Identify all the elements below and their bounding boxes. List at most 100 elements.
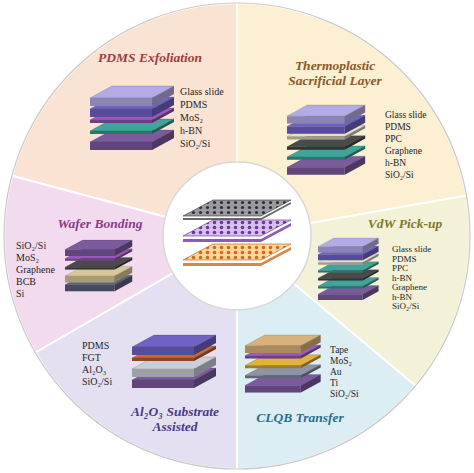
- layer-label: MoS₂: [16, 252, 39, 263]
- layer-label: PPC: [392, 263, 408, 274]
- layer-label: Glass slide: [385, 110, 426, 121]
- method-title: Wafer Bonding: [45, 216, 155, 231]
- layer-label: SiO₂/Si: [82, 376, 112, 387]
- layer-label: Au: [330, 367, 342, 378]
- layer-label: h-BN: [392, 273, 412, 284]
- layer-label: Graphene: [392, 282, 427, 293]
- sector-fill: [35, 236, 237, 469]
- substrate-layer: [65, 240, 132, 256]
- fgt-layer: [132, 346, 216, 361]
- glass-layer: [90, 86, 174, 106]
- graphene-layer: [318, 270, 378, 281]
- si-layer: [65, 275, 132, 291]
- layer-label: PDMS: [392, 254, 417, 265]
- layer-stack: [90, 86, 174, 150]
- center-stack: [183, 200, 291, 266]
- layer-label: PDMS: [180, 99, 207, 110]
- method-title: Thermoplastic Sacrificial Layer: [278, 58, 393, 88]
- hbn-layer: [90, 119, 174, 134]
- substrate-layer: [245, 375, 321, 393]
- sector-fill: [12, 3, 237, 236]
- layer-label: MoS₂: [180, 112, 203, 123]
- lattice-layer: [183, 200, 291, 216]
- hbn-layer: [318, 262, 378, 273]
- alumina-layer: [132, 357, 216, 377]
- method-title: CLQB Transfer: [240, 410, 360, 425]
- substrate-layer: [318, 286, 378, 300]
- layer-label: Al₂O₃: [82, 364, 106, 375]
- layer-label: SiO₂/Si: [392, 301, 419, 312]
- tape-layer: [245, 335, 321, 353]
- layer-label: SiO₂/Si: [16, 240, 46, 251]
- layer-label: SiO₂/Si: [180, 138, 210, 149]
- substrate-layer: [132, 368, 216, 388]
- layer-stack: [245, 335, 321, 393]
- graphene-layer: [65, 258, 132, 270]
- mos2-layer: [65, 249, 132, 261]
- hbn-layer: [318, 278, 378, 289]
- pdms-layer: [90, 97, 174, 117]
- lattice-edge: [183, 247, 291, 266]
- sector-fill: [237, 3, 466, 236]
- layer-label: Graphene: [385, 146, 422, 157]
- layer-label: SiO₂/Si: [385, 170, 414, 181]
- glass-layer: [318, 238, 378, 252]
- layer-label: MoS₂: [330, 356, 352, 367]
- method-title: VdW Pick-up: [355, 216, 455, 231]
- layer-stack: [132, 335, 216, 388]
- method-title: PDMS Exfoliation: [85, 50, 215, 65]
- pdms-layer: [287, 115, 365, 134]
- layer-label: Si: [16, 288, 24, 299]
- layer-label: h-BN: [392, 292, 412, 303]
- ppc-layer: [287, 125, 365, 139]
- layer-label: Graphene: [16, 264, 55, 275]
- layer-label: SiO₂/Si: [330, 389, 359, 400]
- sector-fill: [4, 176, 237, 353]
- layer-stack: [287, 105, 365, 175]
- lattice-edge: [183, 202, 291, 220]
- outer-ring: [4, 3, 470, 469]
- pdms-layer: [318, 246, 378, 260]
- substrate-layer: [287, 156, 365, 175]
- layer-label: Glass slide: [392, 244, 431, 255]
- lattice-edge: [183, 223, 291, 242]
- layer-label: Glass slide: [180, 86, 224, 97]
- layer-stack: [65, 240, 132, 291]
- hbn-layer: [287, 146, 365, 160]
- glass-layer: [287, 105, 365, 124]
- layer-label: Ti: [330, 378, 338, 389]
- layer-label: PPC: [385, 134, 402, 145]
- layer-label: PDMS: [82, 340, 109, 351]
- sector-fill: [237, 236, 415, 469]
- bcb-layer: [65, 266, 132, 282]
- method-title: Al₂O₃ Substrate Assisted: [115, 404, 235, 434]
- center-disc: [163, 162, 311, 310]
- mos2-layer: [90, 108, 174, 123]
- pdms-layer: [132, 335, 216, 355]
- layer-label: PDMS: [385, 122, 411, 133]
- layer-label: h-BN: [385, 158, 406, 169]
- layer-label: h-BN: [180, 125, 202, 136]
- graphene-layer: [287, 136, 365, 150]
- ti-layer: [245, 365, 321, 379]
- substrate-layer: [90, 130, 174, 150]
- sector-fill: [237, 196, 470, 386]
- layer-label: Tape: [330, 345, 348, 356]
- lattice-layer: [183, 244, 291, 260]
- ppc-layer: [318, 254, 378, 265]
